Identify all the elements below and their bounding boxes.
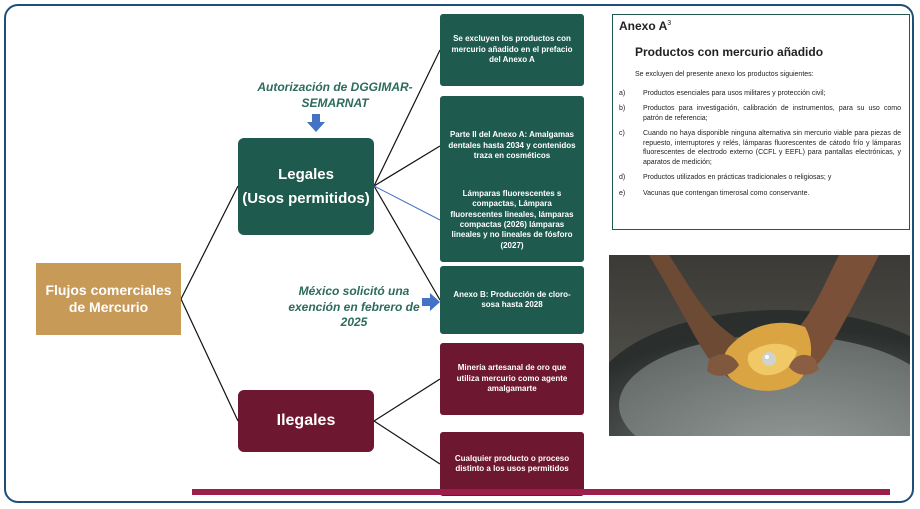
annex-item-text: Productos esenciales para usos militares… xyxy=(643,90,826,97)
annex-item-text: Productos utilizados en prácticas tradic… xyxy=(643,174,832,182)
legales-subtitle: (Usos permitidos) xyxy=(242,189,370,207)
connector-root-legales xyxy=(180,185,239,300)
connector-legales-leaf4 xyxy=(373,185,441,301)
illegal-leaf-otros: Cualquier producto o proceso distinto a … xyxy=(440,432,584,496)
illegal-leaf-otros-text: Cualquier producto o proceso distinto a … xyxy=(454,453,570,473)
annex-subtitle: Productos con mercurio añadido xyxy=(635,45,824,59)
annex-item-key: a) xyxy=(619,90,626,97)
connector-ilegales-leaf6 xyxy=(373,420,441,465)
annex-item-text: Vacunas que contengan timerosal como con… xyxy=(643,189,810,197)
legales-title: Legales xyxy=(278,165,334,183)
annex-item-key: e) xyxy=(619,189,626,197)
legal-leaf-lamparas: Lámparas fluorescentes s compactas, Lámp… xyxy=(440,178,584,262)
legal-leaf-prefacio-text: Se excluyen los productos con mercurio a… xyxy=(451,34,573,65)
legal-leaf-prefacio: Se excluyen los productos con mercurio a… xyxy=(440,14,584,86)
connector-ilegales-leaf5 xyxy=(373,378,441,422)
root-label: Flujos comerciales de Mercurio xyxy=(45,281,172,316)
mexico-exemption-note: México solicitó una exención en febrero … xyxy=(288,284,420,330)
annex-footnote-mark: 3 xyxy=(667,20,672,27)
legales-node: Legales (Usos permitidos) xyxy=(238,138,374,235)
legal-leaf-lamparas-text: Lámparas fluorescentes s compactas, Lámp… xyxy=(450,188,574,250)
annex-intro: Se excluyen del presente anexo los produ… xyxy=(635,71,814,78)
ilegales-node: Ilegales xyxy=(238,390,374,452)
illegal-leaf-mineria: Minería artesanal de oro que utiliza mer… xyxy=(440,343,584,415)
annex-item-key: c) xyxy=(619,130,625,138)
annex-title-text: Anexo A xyxy=(619,19,668,33)
annex-item: c) Cuando no haya disponible ninguna alte… xyxy=(619,129,901,167)
illegal-leaf-mineria-text: Minería artesanal de oro que utiliza mer… xyxy=(456,363,568,394)
arrow-right-icon xyxy=(422,293,440,311)
annex-item-key: b) xyxy=(619,105,626,113)
bottom-accent-bar xyxy=(192,489,890,495)
annex-title: Anexo A3 xyxy=(619,19,671,33)
connector-legales-leaf1 xyxy=(373,49,441,187)
mining-hands-photo xyxy=(609,255,910,436)
annex-list: a) Productos esenciales para usos militar… xyxy=(619,89,901,204)
connector-legales-leaf2 xyxy=(373,145,441,187)
annex-item: e) Vacunas que contengan timerosal como c… xyxy=(619,189,901,198)
annex-item: b) Productos para investigación, calibrac… xyxy=(619,104,901,123)
ilegales-label: Ilegales xyxy=(276,412,336,429)
connector-legales-leaf3 xyxy=(373,185,441,221)
annex-item: d) Productos utilizados en prácticas trad… xyxy=(619,173,901,182)
slide-frame xyxy=(4,4,914,503)
arrow-down-icon xyxy=(307,114,325,132)
annex-item-text: Productos para investigación, calibració… xyxy=(643,105,901,122)
annex-item-text: Cuando no haya disponible ninguna altern… xyxy=(643,130,901,166)
authorization-label: Autorización de DGGIMAR-SEMARNAT xyxy=(257,80,413,110)
legal-leaf-cloro-sosa: Anexo B: Producción de cloro-sosa hasta … xyxy=(440,266,584,334)
annex-a-panel: Anexo A3 Productos con mercurio añadido … xyxy=(612,14,910,230)
legal-leaf-cloro-sosa-text: Anexo B: Producción de cloro-sosa hasta … xyxy=(453,289,571,309)
root-node: Flujos comerciales de Mercurio xyxy=(36,263,181,335)
legal-leaf-amalgamas-text: Parte II del Anexo A: Amalgamas dentales… xyxy=(448,130,576,161)
connector-root-ilegales xyxy=(180,298,239,422)
annex-item-key: d) xyxy=(619,174,626,182)
annex-item: a) Productos esenciales para usos militar… xyxy=(619,89,901,98)
